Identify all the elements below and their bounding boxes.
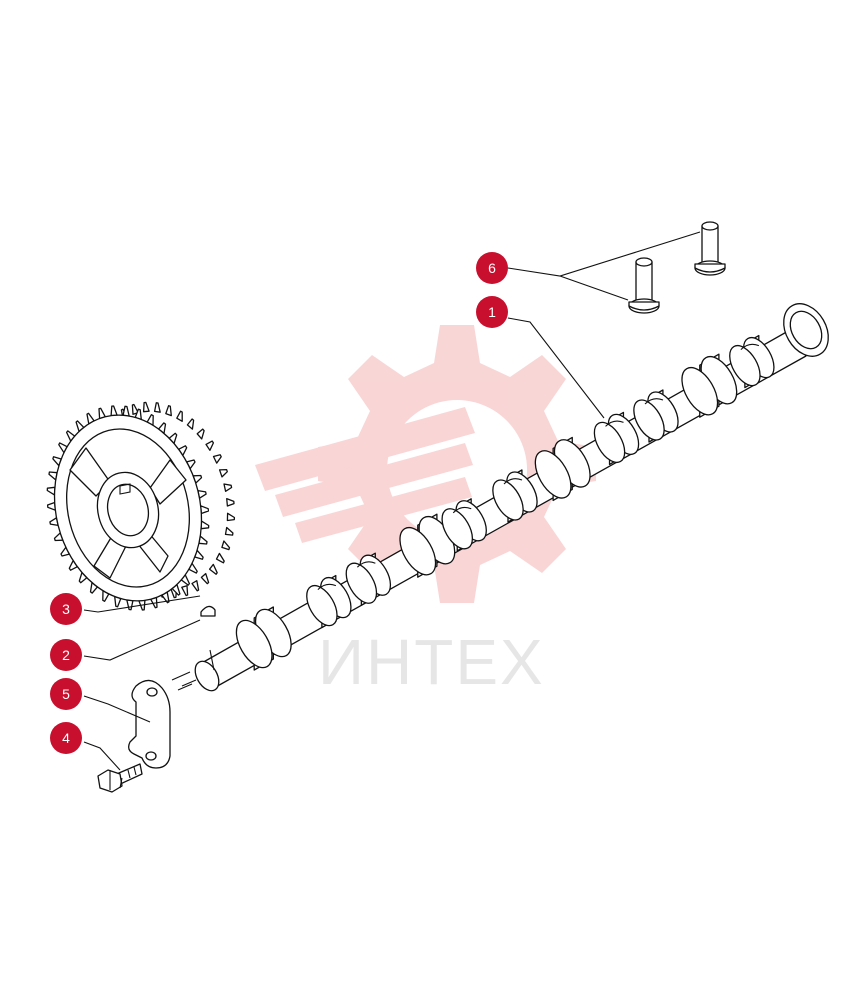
cam-journal bbox=[235, 606, 292, 671]
gear-tooth bbox=[218, 468, 228, 478]
cam-lobe bbox=[441, 498, 487, 552]
bolt bbox=[97, 763, 143, 793]
leader-lines bbox=[83, 231, 701, 771]
gear-tooth bbox=[142, 401, 150, 413]
callout-5-label: 5 bbox=[62, 686, 70, 702]
cam-journal bbox=[681, 353, 738, 418]
callout-1[interactable]: 1 bbox=[476, 296, 508, 328]
thrust-plate bbox=[128, 671, 193, 769]
gear-tooth bbox=[186, 418, 195, 430]
gear-tooth bbox=[215, 552, 225, 564]
callout-6-badge bbox=[476, 252, 508, 284]
callout-3-label: 3 bbox=[62, 601, 70, 617]
callout-4-badge bbox=[50, 722, 82, 754]
gear-tooth bbox=[126, 599, 134, 611]
cam-journal bbox=[534, 436, 591, 502]
watermark-gear-icon bbox=[255, 325, 596, 603]
timing-gear bbox=[46, 401, 236, 611]
camshaft bbox=[194, 303, 829, 692]
woodruff-key bbox=[200, 605, 216, 617]
cam-lobe bbox=[593, 411, 640, 466]
watermark: ИНТЕХ bbox=[255, 325, 596, 698]
gear-tooth bbox=[122, 405, 130, 417]
callout-4[interactable]: 4 bbox=[50, 722, 82, 754]
cam-journal bbox=[399, 513, 456, 578]
gear-tooth bbox=[176, 410, 183, 422]
gear-tooth bbox=[153, 402, 161, 413]
callout-5-badge bbox=[50, 678, 82, 710]
callout-2[interactable]: 2 bbox=[50, 639, 82, 671]
cam-lobe bbox=[306, 574, 352, 629]
gear-tooth bbox=[208, 563, 218, 575]
callout-4-label: 4 bbox=[62, 730, 70, 746]
cam-lobe bbox=[633, 389, 679, 443]
gear-tooth bbox=[224, 526, 234, 536]
tappet-pin bbox=[628, 257, 660, 314]
gear-tooth bbox=[181, 585, 189, 597]
gear-tooth bbox=[223, 483, 233, 492]
callout-1-label: 1 bbox=[488, 304, 496, 320]
callout-6-label: 6 bbox=[488, 260, 496, 276]
gear-tooth bbox=[205, 440, 215, 451]
gear-tooth bbox=[200, 572, 210, 585]
gear-tooth bbox=[226, 497, 235, 507]
gear-tooth bbox=[226, 512, 236, 522]
cam-lobe bbox=[492, 469, 538, 523]
tappet-pin bbox=[694, 221, 726, 276]
gear-tooth bbox=[221, 540, 231, 551]
gear-tooth bbox=[110, 405, 118, 417]
callout-5[interactable]: 5 bbox=[50, 678, 82, 710]
gear-tooth bbox=[212, 454, 222, 464]
callout-2-badge bbox=[50, 639, 82, 671]
watermark-text: ИНТЕХ bbox=[318, 626, 545, 698]
gear-tooth bbox=[165, 405, 172, 417]
cam-lobe bbox=[729, 334, 775, 389]
cam-lobe bbox=[345, 552, 392, 606]
callout-6[interactable]: 6 bbox=[476, 252, 508, 284]
callout-3-badge bbox=[50, 593, 82, 625]
gear-tooth bbox=[196, 428, 205, 440]
callout-2-label: 2 bbox=[62, 647, 70, 663]
callout-1-badge bbox=[476, 296, 508, 328]
callout-3[interactable]: 3 bbox=[50, 593, 82, 625]
gear-tooth bbox=[191, 580, 200, 592]
tappet-pins bbox=[628, 221, 726, 314]
